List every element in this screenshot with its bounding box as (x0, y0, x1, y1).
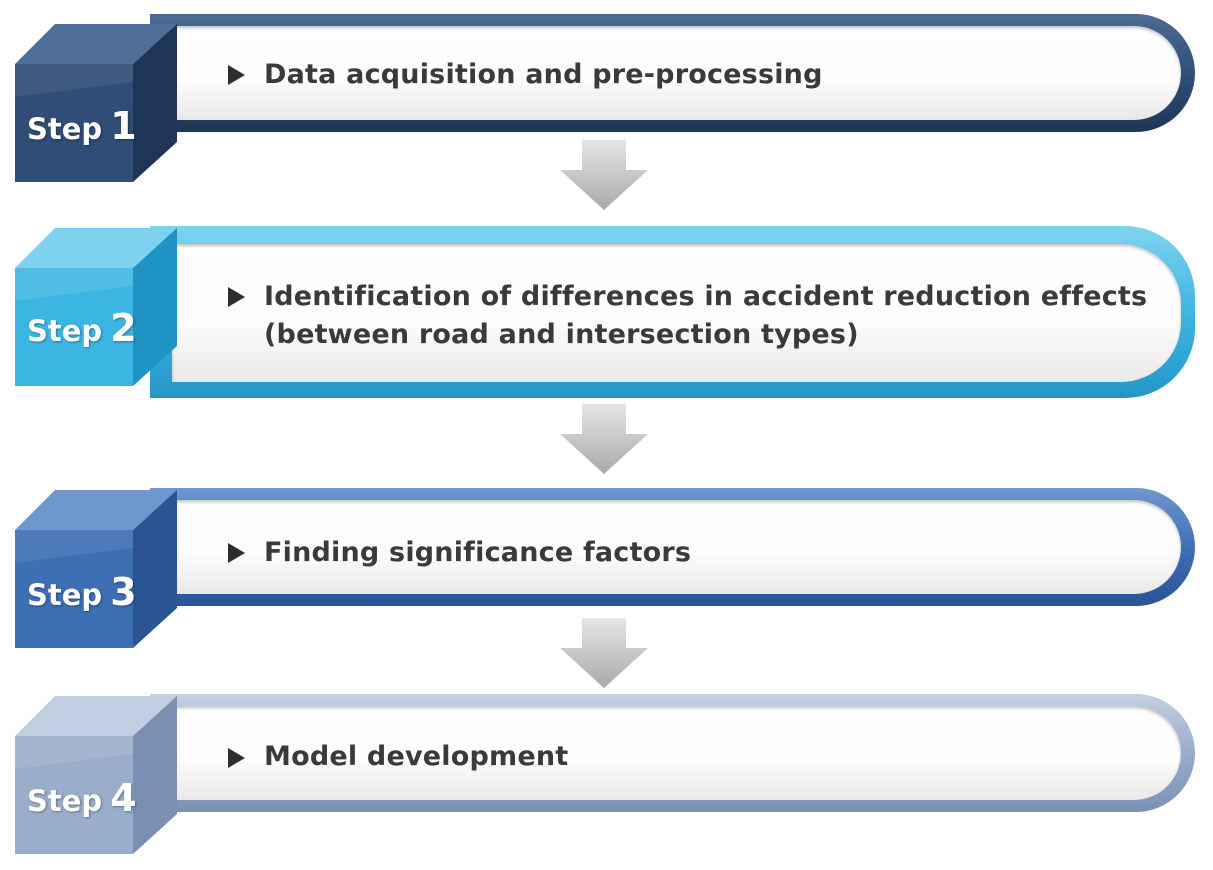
down-arrow-icon (560, 618, 648, 688)
step-1-number: 1 (110, 104, 137, 148)
step-1-text-line-1: Data acquisition and pre-processing (264, 59, 823, 90)
step-2-bullet-icon (228, 287, 245, 307)
step-4-text-line-1: Model development (264, 741, 569, 772)
step-2-number: 2 (110, 306, 137, 350)
step-2-text-line-2: (between road and intersection types) (264, 319, 859, 350)
step-4-text: Model development (264, 738, 568, 776)
step-2-text-line-1: Identification of differences in acciden… (264, 281, 1148, 312)
step-4-number: 4 (110, 776, 137, 820)
step-4-bullet-icon (228, 748, 245, 768)
down-arrow-icon (560, 140, 648, 210)
step-3-text-line-1: Finding significance factors (264, 537, 692, 568)
step-4-word: Step (27, 784, 103, 818)
step-1-text: Data acquisition and pre-processing (264, 56, 823, 94)
step-3-word: Step (27, 578, 103, 612)
down-arrow-icon (560, 404, 648, 474)
step-1-banner (150, 14, 1195, 132)
step-3-bullet-icon (228, 543, 245, 563)
step-1-word: Step (27, 112, 103, 146)
step-2-banner (150, 226, 1195, 398)
step-2-text: Identification of differences in acciden… (264, 278, 1147, 354)
step-4-banner (150, 694, 1195, 812)
step-2-word: Step (27, 314, 103, 348)
step-3-banner (150, 488, 1195, 606)
step-1: Data acquisition and pre-processing Step… (0, 14, 1213, 184)
step-3-number: 3 (110, 570, 137, 614)
step-1-bullet-icon (228, 65, 245, 85)
step-3-text: Finding significance factors (264, 534, 691, 572)
step-2: Identification of differences in acciden… (0, 226, 1213, 406)
